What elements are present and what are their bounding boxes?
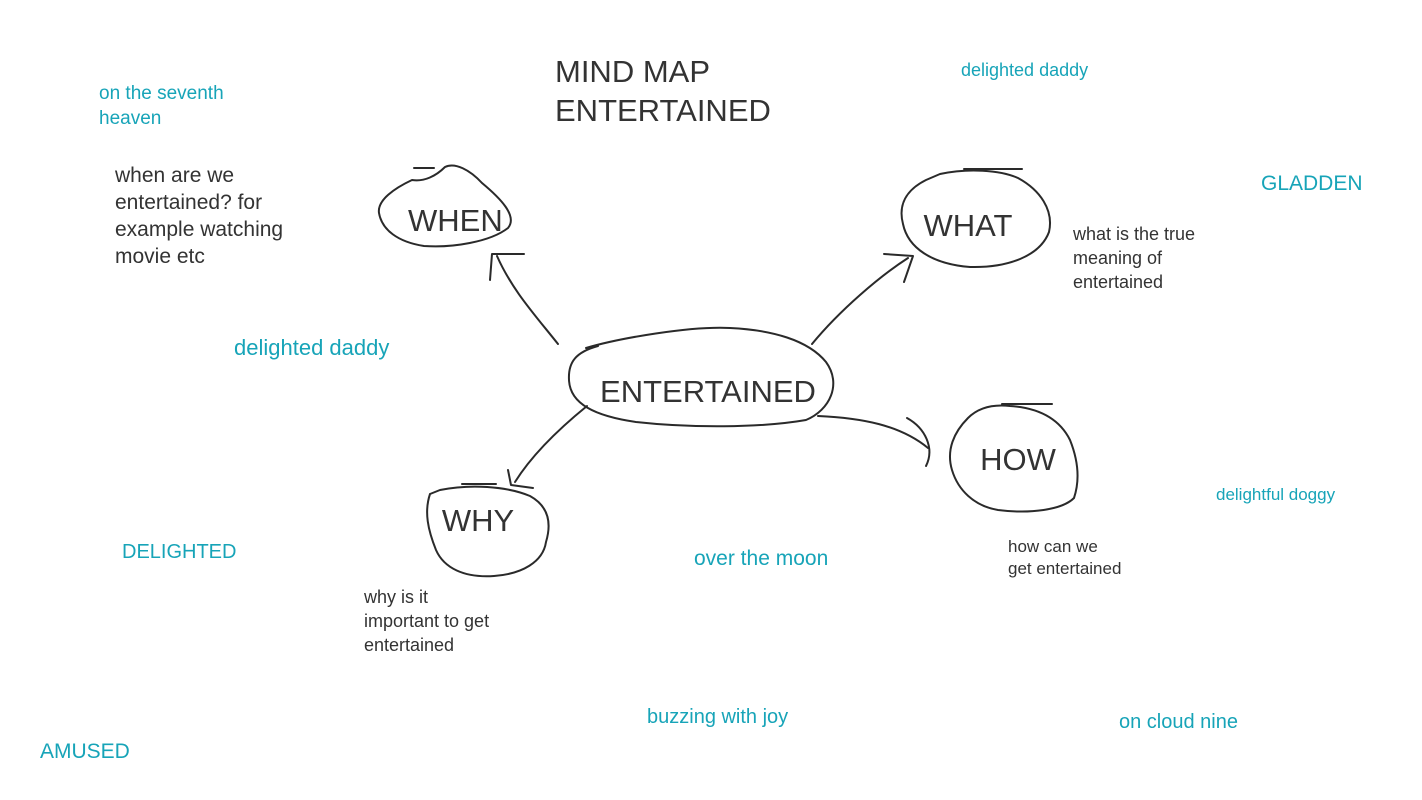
synonym-delighted-daddy-top: delighted daddy <box>961 60 1088 80</box>
synonym-amused: AMUSED <box>40 740 130 763</box>
node-how: HOW <box>949 403 1079 513</box>
synonym-over-the-moon: over the moon <box>694 547 828 570</box>
node-when-outline <box>377 164 512 248</box>
node-how-label: HOW <box>980 442 1057 477</box>
node-how-outline <box>949 404 1079 513</box>
node-why-label: WHY <box>442 503 514 538</box>
synonym-gladden: GLADDEN <box>1261 172 1363 195</box>
node-when-label: WHEN <box>408 203 503 238</box>
synonym-on-cloud-nine: on cloud nine <box>1119 711 1238 733</box>
synonym-delighted-daddy-left: delighted daddy <box>234 335 389 360</box>
center-node-label: ENTERTAINED <box>600 374 816 409</box>
node-what-outline <box>900 169 1051 269</box>
connector-to-how <box>817 415 931 467</box>
center-node-outline <box>567 326 835 428</box>
node-why-outline <box>426 485 550 578</box>
title-line-2: ENTERTAINED <box>555 93 771 128</box>
node-why: WHY <box>426 483 550 578</box>
connector-to-when <box>489 253 559 345</box>
synonym-on-the-seventh-heaven: on the seventh heaven <box>99 83 229 129</box>
note-when: when are we entertained? for example wat… <box>114 164 289 268</box>
connector-to-why <box>507 405 588 489</box>
note-how: how can we get entertained <box>1008 537 1121 578</box>
synonym-delightful-doggy: delightful doggy <box>1216 485 1336 504</box>
synonym-delighted: DELIGHTED <box>122 541 236 563</box>
center-node: ENTERTAINED <box>567 326 835 428</box>
node-what: WHAT <box>900 168 1051 269</box>
connector-to-what <box>811 253 914 345</box>
note-what: what is the true meaning of entertained <box>1072 224 1200 292</box>
title-line-1: MIND MAP <box>555 54 710 89</box>
synonym-buzzing-with-joy: buzzing with joy <box>647 706 788 728</box>
node-when: WHEN <box>377 164 512 248</box>
node-what-label: WHAT <box>924 208 1013 243</box>
note-why: why is it important to get entertained <box>363 587 494 655</box>
